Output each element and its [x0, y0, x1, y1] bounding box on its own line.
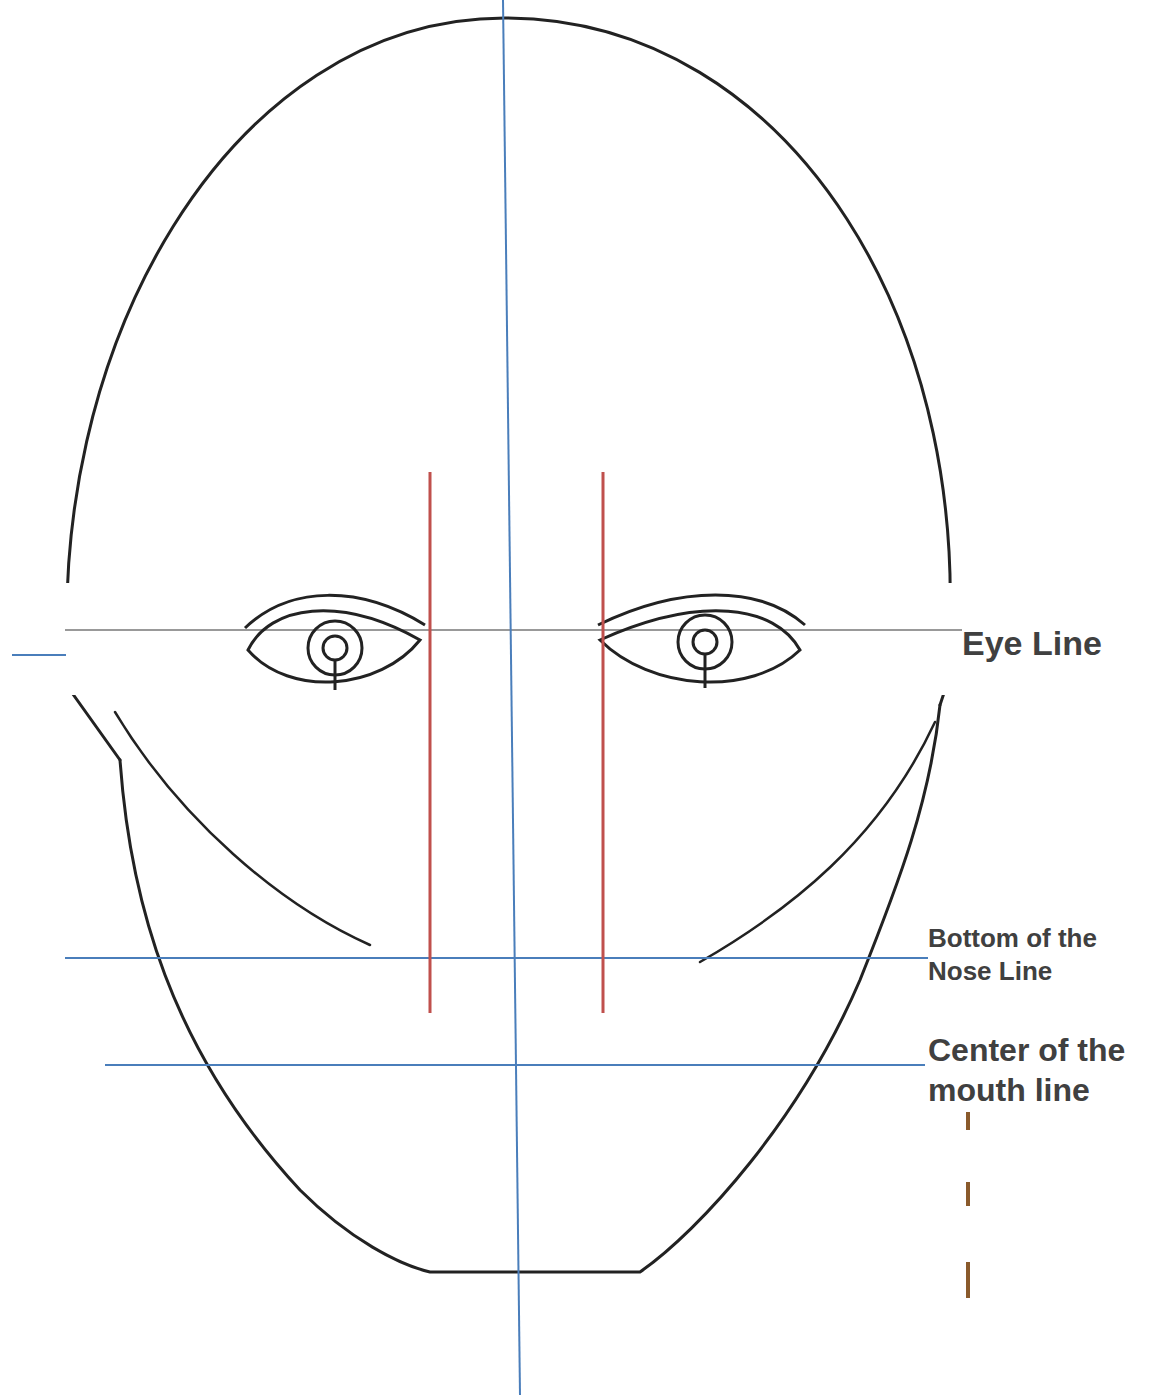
- cheek-line: [700, 722, 935, 962]
- eye-width-lines: [430, 472, 603, 1013]
- eyes: [245, 595, 805, 690]
- eye-band: [65, 583, 970, 695]
- jaw-outline: [120, 705, 940, 1272]
- eye-guide: [65, 629, 972, 631]
- guide-label: Bottom of the Nose Line: [928, 922, 1128, 987]
- guide-label: Eye Line: [962, 622, 1162, 665]
- guide-label: Center of the mouth line: [928, 1030, 1164, 1110]
- tick-marks: [966, 1112, 970, 1298]
- cheek-line: [115, 712, 370, 945]
- guide-lines: [12, 0, 945, 1395]
